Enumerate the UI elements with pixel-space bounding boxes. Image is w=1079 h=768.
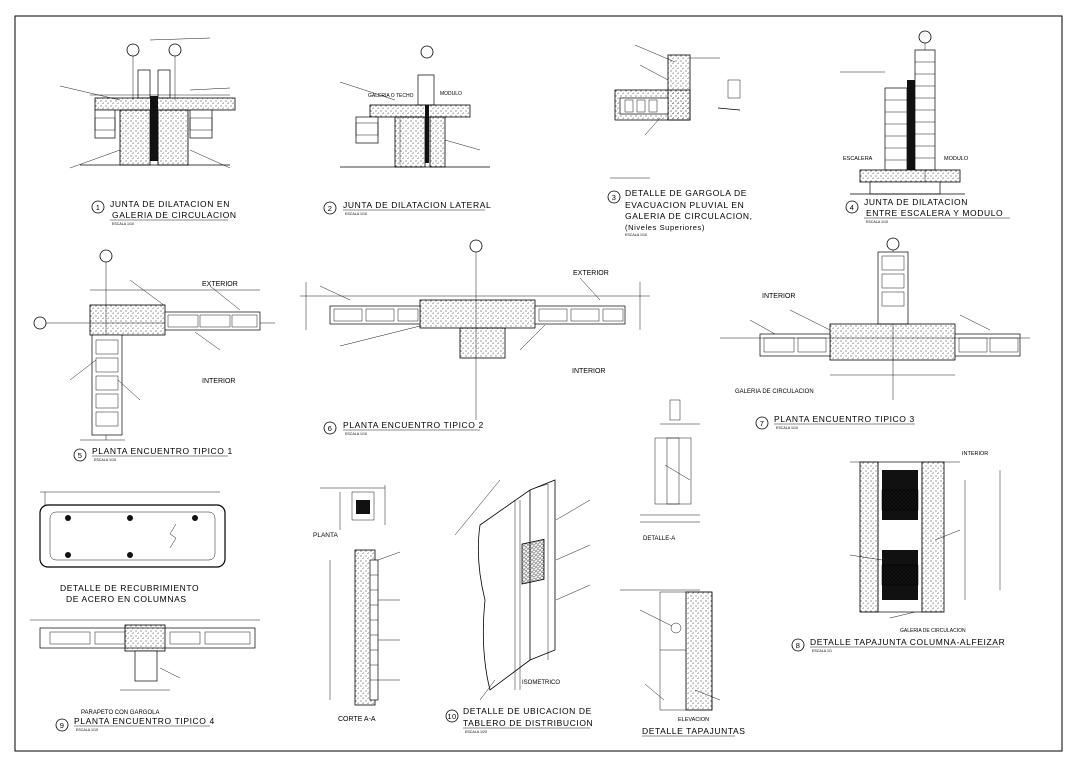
- detail-9-number: 9: [60, 721, 65, 730]
- detail-5-number: 5: [78, 451, 83, 460]
- detail-4-number: 4: [850, 203, 855, 212]
- detail-1-title-line2: GALERIA DE CIRCULACION: [112, 210, 237, 220]
- detail-5-title: 5 PLANTA ENCUENTRO TIPICO 1 ESCALA 1/10: [73, 446, 233, 462]
- galeria-o-techo-label: GALERIA O TECHO: [368, 93, 414, 99]
- detail-10-drawing: [454, 479, 591, 701]
- detail-8-title-line1: DETALLE TAPAJUNTA COLUMNA-ALFEIZAR: [810, 637, 1005, 647]
- detalle-a-drawing: [640, 399, 700, 523]
- detail-8-number: 8: [796, 641, 801, 650]
- detail-6-number: 6: [328, 424, 333, 433]
- detail-4-title-line1: JUNTA DE DILATACION: [864, 197, 968, 207]
- detail-5-scale: ESCALA 1/10: [94, 458, 116, 462]
- detail-2-drawing: [339, 45, 490, 168]
- recubrimiento-caption: DETALLE DE RECUBRIMIENTO DE ACERO EN COL…: [60, 583, 199, 604]
- detail-1-scale: ESCALA 1/10: [112, 222, 134, 226]
- recubrimiento-drawing: [39, 491, 226, 568]
- modulo-label: MODULO: [440, 91, 462, 97]
- interior-7-label: INTERIOR: [762, 293, 795, 300]
- detail-8-scale: ESCALA 1/1: [812, 649, 832, 653]
- detail-2-scale: ESCALA 1/10: [345, 212, 367, 216]
- recubrimiento-line2: DE ACERO EN COLUMNAS: [66, 594, 187, 604]
- detail-6-title: 6 PLANTA ENCUENTRO TIPICO 2 ESCALA 1/10: [323, 420, 484, 436]
- detail-9-drawing: [30, 619, 260, 691]
- detail-5-title-line1: PLANTA ENCUENTRO TIPICO 1: [92, 446, 233, 456]
- planta-label: PLANTA: [313, 532, 338, 539]
- detail-7-title-line1: PLANTA ENCUENTRO TIPICO 3: [774, 414, 915, 424]
- detalle-a-label: DETALLE-A: [643, 536, 675, 542]
- detail-6-title-line1: PLANTA ENCUENTRO TIPICO 2: [343, 420, 484, 430]
- interior-5-label: INTERIOR: [202, 378, 235, 385]
- detail-1-drawing: [59, 37, 236, 169]
- detail-7-number: 7: [760, 419, 765, 428]
- detail-6-drawing: [300, 239, 650, 420]
- sheet-border: [14, 15, 1063, 752]
- detail-10-number: 10: [447, 712, 456, 721]
- detail-5-drawing: [33, 249, 275, 441]
- planta-corte-drawing: [320, 485, 401, 706]
- parapeto-label: PARAPETO CON GARGOLA: [81, 710, 159, 716]
- detail-10-title-line2: TABLERO DE DISTRIBUCION: [463, 718, 593, 728]
- tapajuntas-drawing: [620, 589, 721, 711]
- detail-4-title-line2: ENTRE ESCALERA Y MODULO: [866, 208, 1003, 218]
- detail-2-title-line1: JUNTA DE DILATACION LATERAL: [343, 200, 491, 210]
- detail-2-title: 2 JUNTA DE DILATACION LATERAL ESCALA 1/1…: [323, 200, 491, 216]
- detail-8-title: 8 DETALLE TAPAJUNTA COLUMNA-ALFEIZAR ESC…: [791, 637, 1005, 653]
- exterior-5-label: EXTERIOR: [202, 281, 238, 288]
- detail-3-title-line4: (Niveles Superiores): [625, 223, 705, 232]
- detail-1-title-line1: JUNTA DE DILATACION EN: [110, 199, 230, 209]
- detail-9-title: 9 PLANTA ENCUENTRO TIPICO 4 ESCALA 1/10: [55, 716, 215, 732]
- detail-8-drawing: [849, 461, 1001, 619]
- recubrimiento-line1: DETALLE DE RECUBRIMIENTO: [60, 583, 199, 593]
- elevacion-label: ELEVACION: [678, 717, 709, 723]
- interior-6-label: INTERIOR: [572, 368, 605, 375]
- detail-3-title: 3 DETALLE DE GARGOLA DE EVACUACION PLUVI…: [607, 188, 753, 237]
- detail-10-scale: ESCALA 1/20: [465, 730, 487, 734]
- detalle-tapajuntas-label: DETALLE TAPAJUNTAS: [642, 726, 746, 736]
- detail-1-title: 1 JUNTA DE DILATACION EN GALERIA DE CIRC…: [91, 199, 237, 226]
- detail-4-scale: ESCALA 1/10: [866, 220, 888, 224]
- galeria-8-label: GALERIA DE CIRCULACION: [900, 628, 966, 634]
- detail-7-drawing: [720, 237, 1030, 400]
- detail-4-title: 4 JUNTA DE DILATACION ENTRE ESCALERA Y M…: [845, 197, 1010, 224]
- interior-8-label: INTERIOR: [962, 451, 988, 457]
- detail-10-title-line1: DETALLE DE UBICACION DE: [463, 706, 592, 716]
- galeria-7-label: GALERIA DE CIRCULACION: [735, 389, 814, 395]
- exterior-6-label: EXTERIOR: [573, 270, 609, 277]
- detail-10-title: 10 DETALLE DE UBICACION DE TABLERO DE DI…: [445, 706, 593, 734]
- detail-3-title-line2: EVACUACION PLUVIAL EN: [625, 200, 744, 210]
- escalera-label: ESCALERA: [843, 156, 873, 162]
- isometrico-label: ISOMETRICO: [522, 680, 560, 686]
- detail-3-title-line1: DETALLE DE GARGOLA DE: [625, 188, 747, 198]
- detail-7-title: 7 PLANTA ENCUENTRO TIPICO 3 ESCALA 1/10: [755, 414, 915, 430]
- detail-9-scale: ESCALA 1/10: [76, 728, 98, 732]
- detail-2-number: 2: [328, 204, 333, 213]
- detail-4-drawing: [840, 30, 965, 195]
- detail-3-title-line3: GALERIA DE CIRCULACION,: [625, 211, 753, 221]
- detail-6-scale: ESCALA 1/10: [345, 432, 367, 436]
- detail-9-title-line1: PLANTA ENCUENTRO TIPICO 4: [74, 716, 215, 726]
- modulo-4-label: MODULO: [944, 156, 969, 162]
- detail-7-scale: ESCALA 1/10: [776, 426, 798, 430]
- detail-1-number: 1: [96, 203, 101, 212]
- detail-3-number: 3: [612, 193, 617, 202]
- corte-label: CORTE A-A: [338, 716, 376, 723]
- detail-3-drawing: [610, 44, 741, 179]
- detail-3-scale: ESCALA 1/10: [625, 233, 647, 237]
